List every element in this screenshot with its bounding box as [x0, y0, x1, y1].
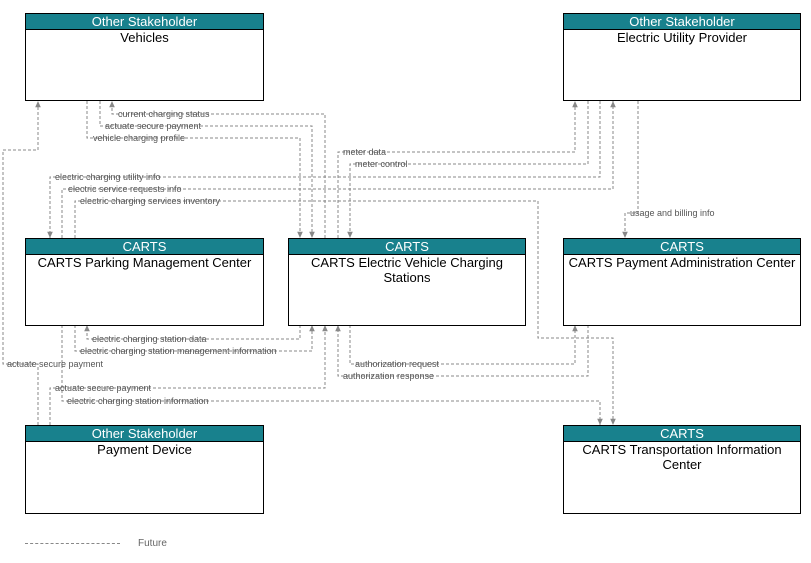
flow-line-actuate-secure-payment-device-vehicles[interactable]	[2, 101, 41, 425]
node-carts-parking-management-center[interactable]: CARTS CARTS Parking Management Center	[25, 238, 264, 326]
flow-line-vehicle-charging-profile[interactable]	[86, 101, 303, 238]
node-payment-device[interactable]: Other Stakeholder Payment Device	[25, 425, 264, 514]
node-header: CARTS	[564, 426, 800, 442]
flow-label: vehicle charging profile	[93, 133, 185, 143]
flow-label: electric charging utility info	[55, 172, 161, 182]
flow-label: actuate secure payment	[105, 121, 202, 131]
node-carts-transportation-information-center[interactable]: CARTS CARTS Transportation Information C…	[563, 425, 801, 514]
flow-line-electric-charging-station-data[interactable]	[84, 325, 301, 340]
flow-line-authorization-request[interactable]	[349, 325, 578, 365]
legend-future-line	[25, 543, 120, 544]
node-header: CARTS	[564, 239, 800, 255]
flow-line-meter-control[interactable]	[347, 101, 589, 238]
node-title: Payment Device	[97, 442, 192, 457]
node-title: CARTS Payment Administration Center	[568, 255, 796, 270]
flow-line-usage-and-billing-info[interactable]	[622, 101, 639, 238]
node-header: Other Stakeholder	[26, 426, 263, 442]
node-title: Electric Utility Provider	[616, 30, 748, 45]
node-electric-utility-provider[interactable]: Other Stakeholder Electric Utility Provi…	[563, 13, 801, 101]
node-title: CARTS Parking Management Center	[37, 255, 252, 270]
flow-label: usage and billing info	[630, 208, 715, 218]
flow-line-electric-charging-station-management-information[interactable]	[74, 325, 315, 352]
flow-label: electric charging station data	[92, 334, 207, 344]
node-header: Other Stakeholder	[26, 14, 263, 30]
flow-line-actuate-secure-payment-vehicles[interactable]	[99, 101, 315, 238]
flow-line-meter-data[interactable]	[337, 101, 578, 238]
flow-line-current-charging-status[interactable]	[109, 101, 326, 238]
node-header: CARTS	[289, 239, 525, 255]
node-header: CARTS	[26, 239, 263, 255]
node-vehicles[interactable]: Other Stakeholder Vehicles	[25, 13, 264, 101]
flow-label: authorization request	[355, 359, 440, 369]
flow-label: electric charging station management inf…	[80, 346, 277, 356]
node-title: CARTS Electric Vehicle Charging Stations	[311, 255, 503, 285]
flow-label: current charging status	[118, 109, 210, 119]
node-title: CARTS Transportation Information Center	[582, 442, 782, 472]
flow-label: electric charging services inventory	[80, 196, 221, 206]
flow-label: electric charging station information	[67, 396, 209, 406]
flow-label: actuate secure payment	[55, 383, 152, 393]
legend-future-label: Future	[138, 538, 167, 549]
node-carts-payment-administration-center[interactable]: CARTS CARTS Payment Administration Cente…	[563, 238, 801, 326]
flow-line-authorization-response[interactable]	[335, 325, 589, 377]
flow-line-electric-charging-utility-info[interactable]	[47, 101, 601, 238]
flow-line-electric-charging-services-inventory[interactable]	[74, 200, 616, 425]
flow-line-electric-charging-station-information[interactable]	[61, 325, 603, 425]
flow-label: meter control	[355, 159, 408, 169]
flow-label: actuate secure payment	[7, 359, 104, 369]
flow-label: authorization response	[343, 371, 434, 381]
node-header: Other Stakeholder	[564, 14, 800, 30]
flow-label: electric service requests info	[68, 184, 182, 194]
flow-label: meter data	[343, 147, 386, 157]
node-carts-ev-charging-stations[interactable]: CARTS CARTS Electric Vehicle Charging St…	[288, 238, 526, 326]
node-title: Vehicles	[120, 30, 169, 45]
